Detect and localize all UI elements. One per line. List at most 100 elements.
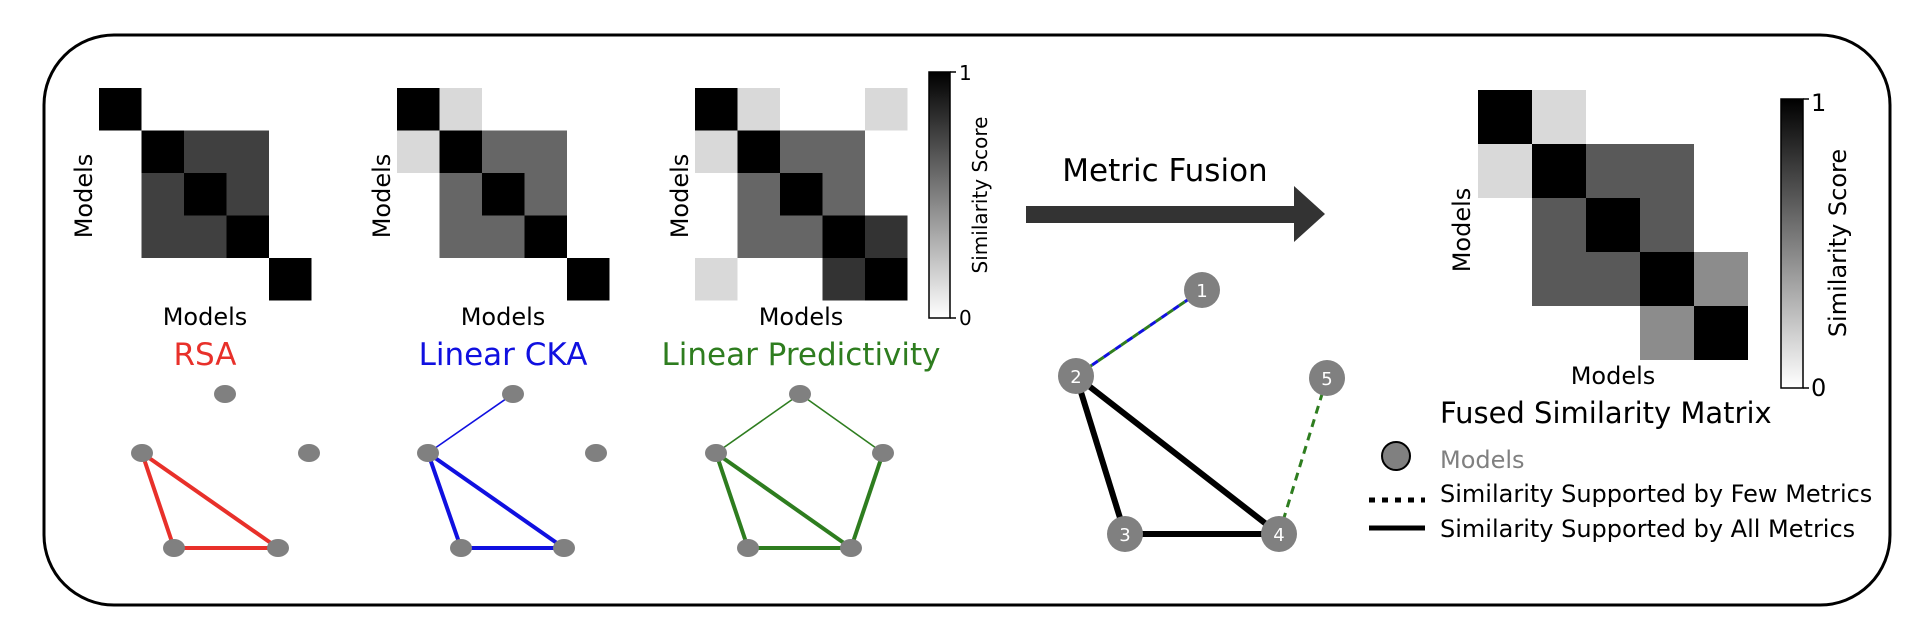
fused-matrix xyxy=(1478,90,1748,360)
panel2-cell-1-0 xyxy=(695,130,738,173)
panel0-cell-1-1 xyxy=(141,130,184,173)
fused-node-label-2: 2 xyxy=(1070,367,1081,388)
colorbar-left-label: Similarity Score xyxy=(968,117,992,274)
panel1-edge-2-4 xyxy=(426,451,566,550)
panel1-node-2 xyxy=(417,444,439,462)
panel0-cell-0-0 xyxy=(99,88,142,131)
panel0-cell-4-4 xyxy=(269,258,312,301)
panel1-cell-0-0 xyxy=(397,88,440,131)
fused-edge-2-3 xyxy=(1073,375,1128,535)
fused-cell-1-1 xyxy=(1532,144,1586,198)
colorbar-left-gradient xyxy=(928,71,951,319)
panel2-cell-4-0 xyxy=(695,258,738,301)
panel2-cell-2-2 xyxy=(780,173,823,216)
panel0-cell-3-2 xyxy=(184,215,227,258)
fused-axis-y-label: Models xyxy=(1448,188,1476,273)
fused-axis-x-label: Models xyxy=(1571,362,1656,390)
fused-edge-1-2-a xyxy=(1075,288,1203,378)
panel1-cell-1-3 xyxy=(524,130,567,173)
fused-cell-1-0 xyxy=(1478,144,1532,198)
panel1-node-3 xyxy=(450,539,472,557)
fused-node-label-1: 1 xyxy=(1196,281,1207,302)
rsa-matrix xyxy=(99,88,312,301)
panel2-cell-3-3 xyxy=(822,215,865,258)
panel0-node-5 xyxy=(298,444,320,462)
panel0-node-4 xyxy=(267,539,289,557)
panel2-node-3 xyxy=(737,539,759,557)
fused-cell-3-2 xyxy=(1586,252,1640,306)
panel2-cell-2-1 xyxy=(737,173,780,216)
panel0-cell-2-1 xyxy=(141,173,184,216)
panel0-node-3 xyxy=(163,539,185,557)
fused-title: Fused Similarity Matrix xyxy=(1440,396,1772,430)
fused-cell-3-4 xyxy=(1694,252,1748,306)
panel1-cell-0-1 xyxy=(439,88,482,131)
colorbar-left-max: 1 xyxy=(959,61,972,85)
lp-graph xyxy=(705,385,894,557)
fused-node-3 xyxy=(1107,516,1143,552)
fused-node-2 xyxy=(1058,358,1094,394)
lp-axis-x-label: Models xyxy=(759,303,844,331)
fused-cell-0-0 xyxy=(1478,90,1532,144)
panel2-cell-1-2 xyxy=(780,130,823,173)
panel2-edge-2-4 xyxy=(714,451,853,550)
panel1-node-5 xyxy=(585,444,607,462)
panel2-cell-0-0 xyxy=(695,88,738,131)
lp-metric-label: Linear Predictivity xyxy=(661,337,940,373)
fusion-arrow: Metric Fusion xyxy=(1026,153,1325,242)
fused-node-label-5: 5 xyxy=(1321,369,1332,390)
panel2-cell-0-4 xyxy=(865,88,908,131)
panel1-cell-3-2 xyxy=(482,215,525,258)
panel1-edge-1-2 xyxy=(427,393,514,454)
fused-cell-3-3 xyxy=(1640,252,1694,306)
legend-all-label: Similarity Supported by All Metrics xyxy=(1440,515,1855,543)
panel-linear-predictivity: Models Models Linear Predictivity xyxy=(661,88,941,557)
rsa-axis-x-label: Models xyxy=(163,303,248,331)
panel-rsa: Models Models RSA xyxy=(70,88,320,557)
legend-model-node-icon xyxy=(1381,441,1411,471)
colorbar-right: 1 0 Similarity Score xyxy=(1780,89,1852,402)
panel0-node-2 xyxy=(131,444,153,462)
panel0-edge-2-4 xyxy=(140,451,280,550)
panel0-cell-1-3 xyxy=(226,130,269,173)
panel1-cell-1-0 xyxy=(397,130,440,173)
lp-matrix xyxy=(695,88,908,301)
panel2-cell-0-1 xyxy=(737,88,780,131)
rsa-graph xyxy=(131,385,320,557)
fused-cell-2-1 xyxy=(1532,198,1586,252)
panel1-cell-3-1 xyxy=(439,215,482,258)
fused-node-5 xyxy=(1309,360,1345,396)
cka-axis-x-label: Models xyxy=(461,303,546,331)
panel2-node-4 xyxy=(840,539,862,557)
panel2-node-5 xyxy=(872,444,894,462)
panel1-node-1 xyxy=(502,385,524,403)
cka-graph xyxy=(417,385,607,557)
panel0-cell-2-3 xyxy=(226,173,269,216)
panel1-cell-2-3 xyxy=(524,173,567,216)
panel2-cell-4-3 xyxy=(822,258,865,301)
fused-edge-4-5 xyxy=(1277,377,1329,535)
fused-edge-1-2-b xyxy=(1075,288,1203,378)
cka-axis-y-label: Models xyxy=(368,154,396,239)
fused-cell-3-1 xyxy=(1532,252,1586,306)
panel2-cell-2-3 xyxy=(822,173,865,216)
fusion-label: Metric Fusion xyxy=(1062,153,1267,189)
panel2-edge-1-2 xyxy=(715,393,801,454)
panel0-cell-2-2 xyxy=(184,173,227,216)
lp-axis-y-label: Models xyxy=(666,154,694,239)
panel0-cell-3-3 xyxy=(226,215,269,258)
panel0-node-1 xyxy=(214,385,236,403)
cka-metric-label: Linear CKA xyxy=(419,337,588,373)
fusion-arrow-head xyxy=(1294,186,1325,242)
panel1-cell-3-3 xyxy=(524,215,567,258)
fused-node-4 xyxy=(1261,516,1297,552)
panel1-cell-4-4 xyxy=(567,258,610,301)
panel0-cell-3-1 xyxy=(141,215,184,258)
colorbar-right-min: 0 xyxy=(1811,374,1826,402)
fused-cell-2-3 xyxy=(1640,198,1694,252)
panel2-edge-4-5 xyxy=(849,452,885,549)
rsa-axis-y-label: Models xyxy=(70,154,98,239)
fused-cell-4-3 xyxy=(1640,306,1694,360)
legend-models-label: Models xyxy=(1440,446,1525,474)
